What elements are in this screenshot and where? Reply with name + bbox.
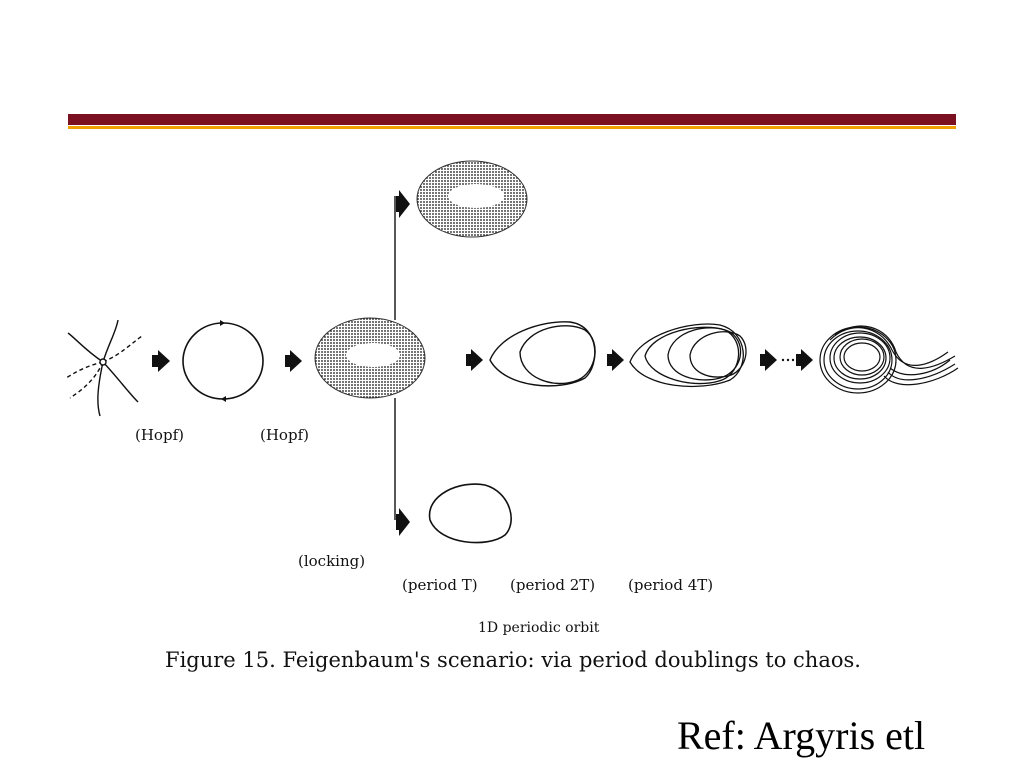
label-locking: (locking) (298, 552, 366, 570)
label-period-2t: (period 2T) (510, 576, 596, 594)
label-period-4t: (period 4T) (628, 576, 714, 594)
label-hopf-2: (Hopf) (260, 426, 309, 444)
strange-attractor (819, 325, 959, 394)
torus-main (314, 317, 426, 399)
torus-upper (416, 160, 528, 238)
arrow-5-dotted (760, 349, 813, 371)
locked-orbit (428, 483, 512, 544)
arrow-down-branch (396, 508, 410, 536)
arrow-1 (152, 350, 170, 372)
arrow-up-branch (396, 190, 410, 218)
figure-caption: Figure 15. Feigenbaum's scenario: via pe… (165, 648, 861, 672)
label-hopf-1: (Hopf) (135, 426, 184, 444)
reference-text: Ref: Argyris etl (677, 713, 926, 758)
title-bar-accent (68, 126, 956, 129)
label-period-t: (period T) (402, 576, 478, 594)
subcaption: 1D periodic orbit (478, 620, 600, 636)
period-2t-orbit (629, 323, 747, 388)
arrow-4 (607, 349, 624, 371)
fixed-point-spiral (65, 319, 143, 417)
title-bar-dark (68, 114, 956, 125)
arrow-3 (466, 349, 483, 371)
period-t-orbit (489, 321, 596, 387)
arrow-2 (285, 350, 302, 372)
limit-cycle (182, 320, 264, 402)
